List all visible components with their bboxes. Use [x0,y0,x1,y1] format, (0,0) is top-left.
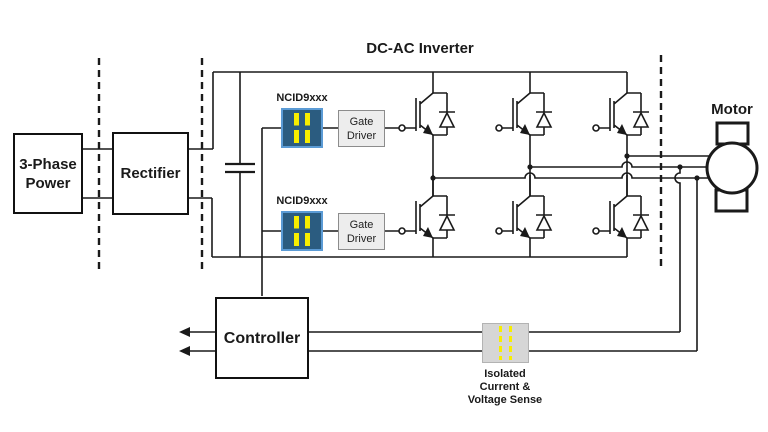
motor-label: Motor [711,101,753,118]
controller-pwm-wire [261,127,281,296]
junction-dot [677,164,683,170]
isolator-bottom-block [281,211,323,251]
junction-dot [624,153,630,159]
gate-driver-bottom-block: Gate Driver [338,213,385,250]
igbt-top-leg3 [592,71,650,136]
igbt-bottom-leg2 [495,174,553,239]
arrow-icon [179,346,190,356]
three-phase-power-label-line1: 3-Phase [19,155,77,173]
three-phase-power-label-line2: Power [25,174,71,192]
isolator-top-block [281,108,323,148]
phase-wire-u [433,172,710,179]
sense-label-line1: Isolated [484,368,526,380]
gate-driver-top-block: Gate Driver [338,110,385,147]
gate-driver-top-label-line2: Driver [346,129,377,142]
motor-icon [705,121,759,213]
capacitor-icon [225,72,255,257]
igbt-bottom-leg3 [592,174,650,239]
arrow-icon [179,327,190,337]
sense-label: Isolated Current & Voltage Sense [440,368,570,407]
igbt-top-leg2 [495,71,553,136]
isolation-stripe-icon [294,113,299,143]
diagram-title: DC-AC Inverter [366,40,474,57]
controller-label: Controller [223,329,301,347]
isolation-stripe-icon [305,113,310,143]
isolation-stripe-icon [294,216,299,246]
junction-dot [694,175,700,181]
gate-driver-bottom-label-line1: Gate [349,218,374,231]
gate-driver-bottom-label-line2: Driver [346,232,377,245]
isolation-stripe-icon [499,326,502,360]
ncid-bottom-label: NCID9xxx [276,195,328,207]
isolation-stripe-icon [509,326,512,360]
igbt-top-leg1 [398,71,456,136]
igbt-bottom-leg1 [398,174,456,239]
junction-dot [430,175,436,181]
junction-dot [527,164,533,170]
isolation-stripe-icon [305,216,310,246]
rectifier-label: Rectifier [120,165,181,182]
controller-block: Controller [215,297,309,379]
ac-input-wires [83,148,113,199]
sense-label-line3: Voltage Sense [467,394,543,406]
sense-block [482,323,529,363]
gate-driver-top-label-line1: Gate [349,115,374,128]
rectifier-block: Rectifier [112,132,189,215]
sense-label-line2: Current & [479,381,531,393]
ncid-top-label: NCID9xxx [276,92,328,104]
phase-wire-v [530,161,710,168]
rectifier-output-wires [189,72,214,257]
three-phase-power-block: 3-Phase Power [13,133,83,214]
controller-output-arrows [179,327,215,356]
